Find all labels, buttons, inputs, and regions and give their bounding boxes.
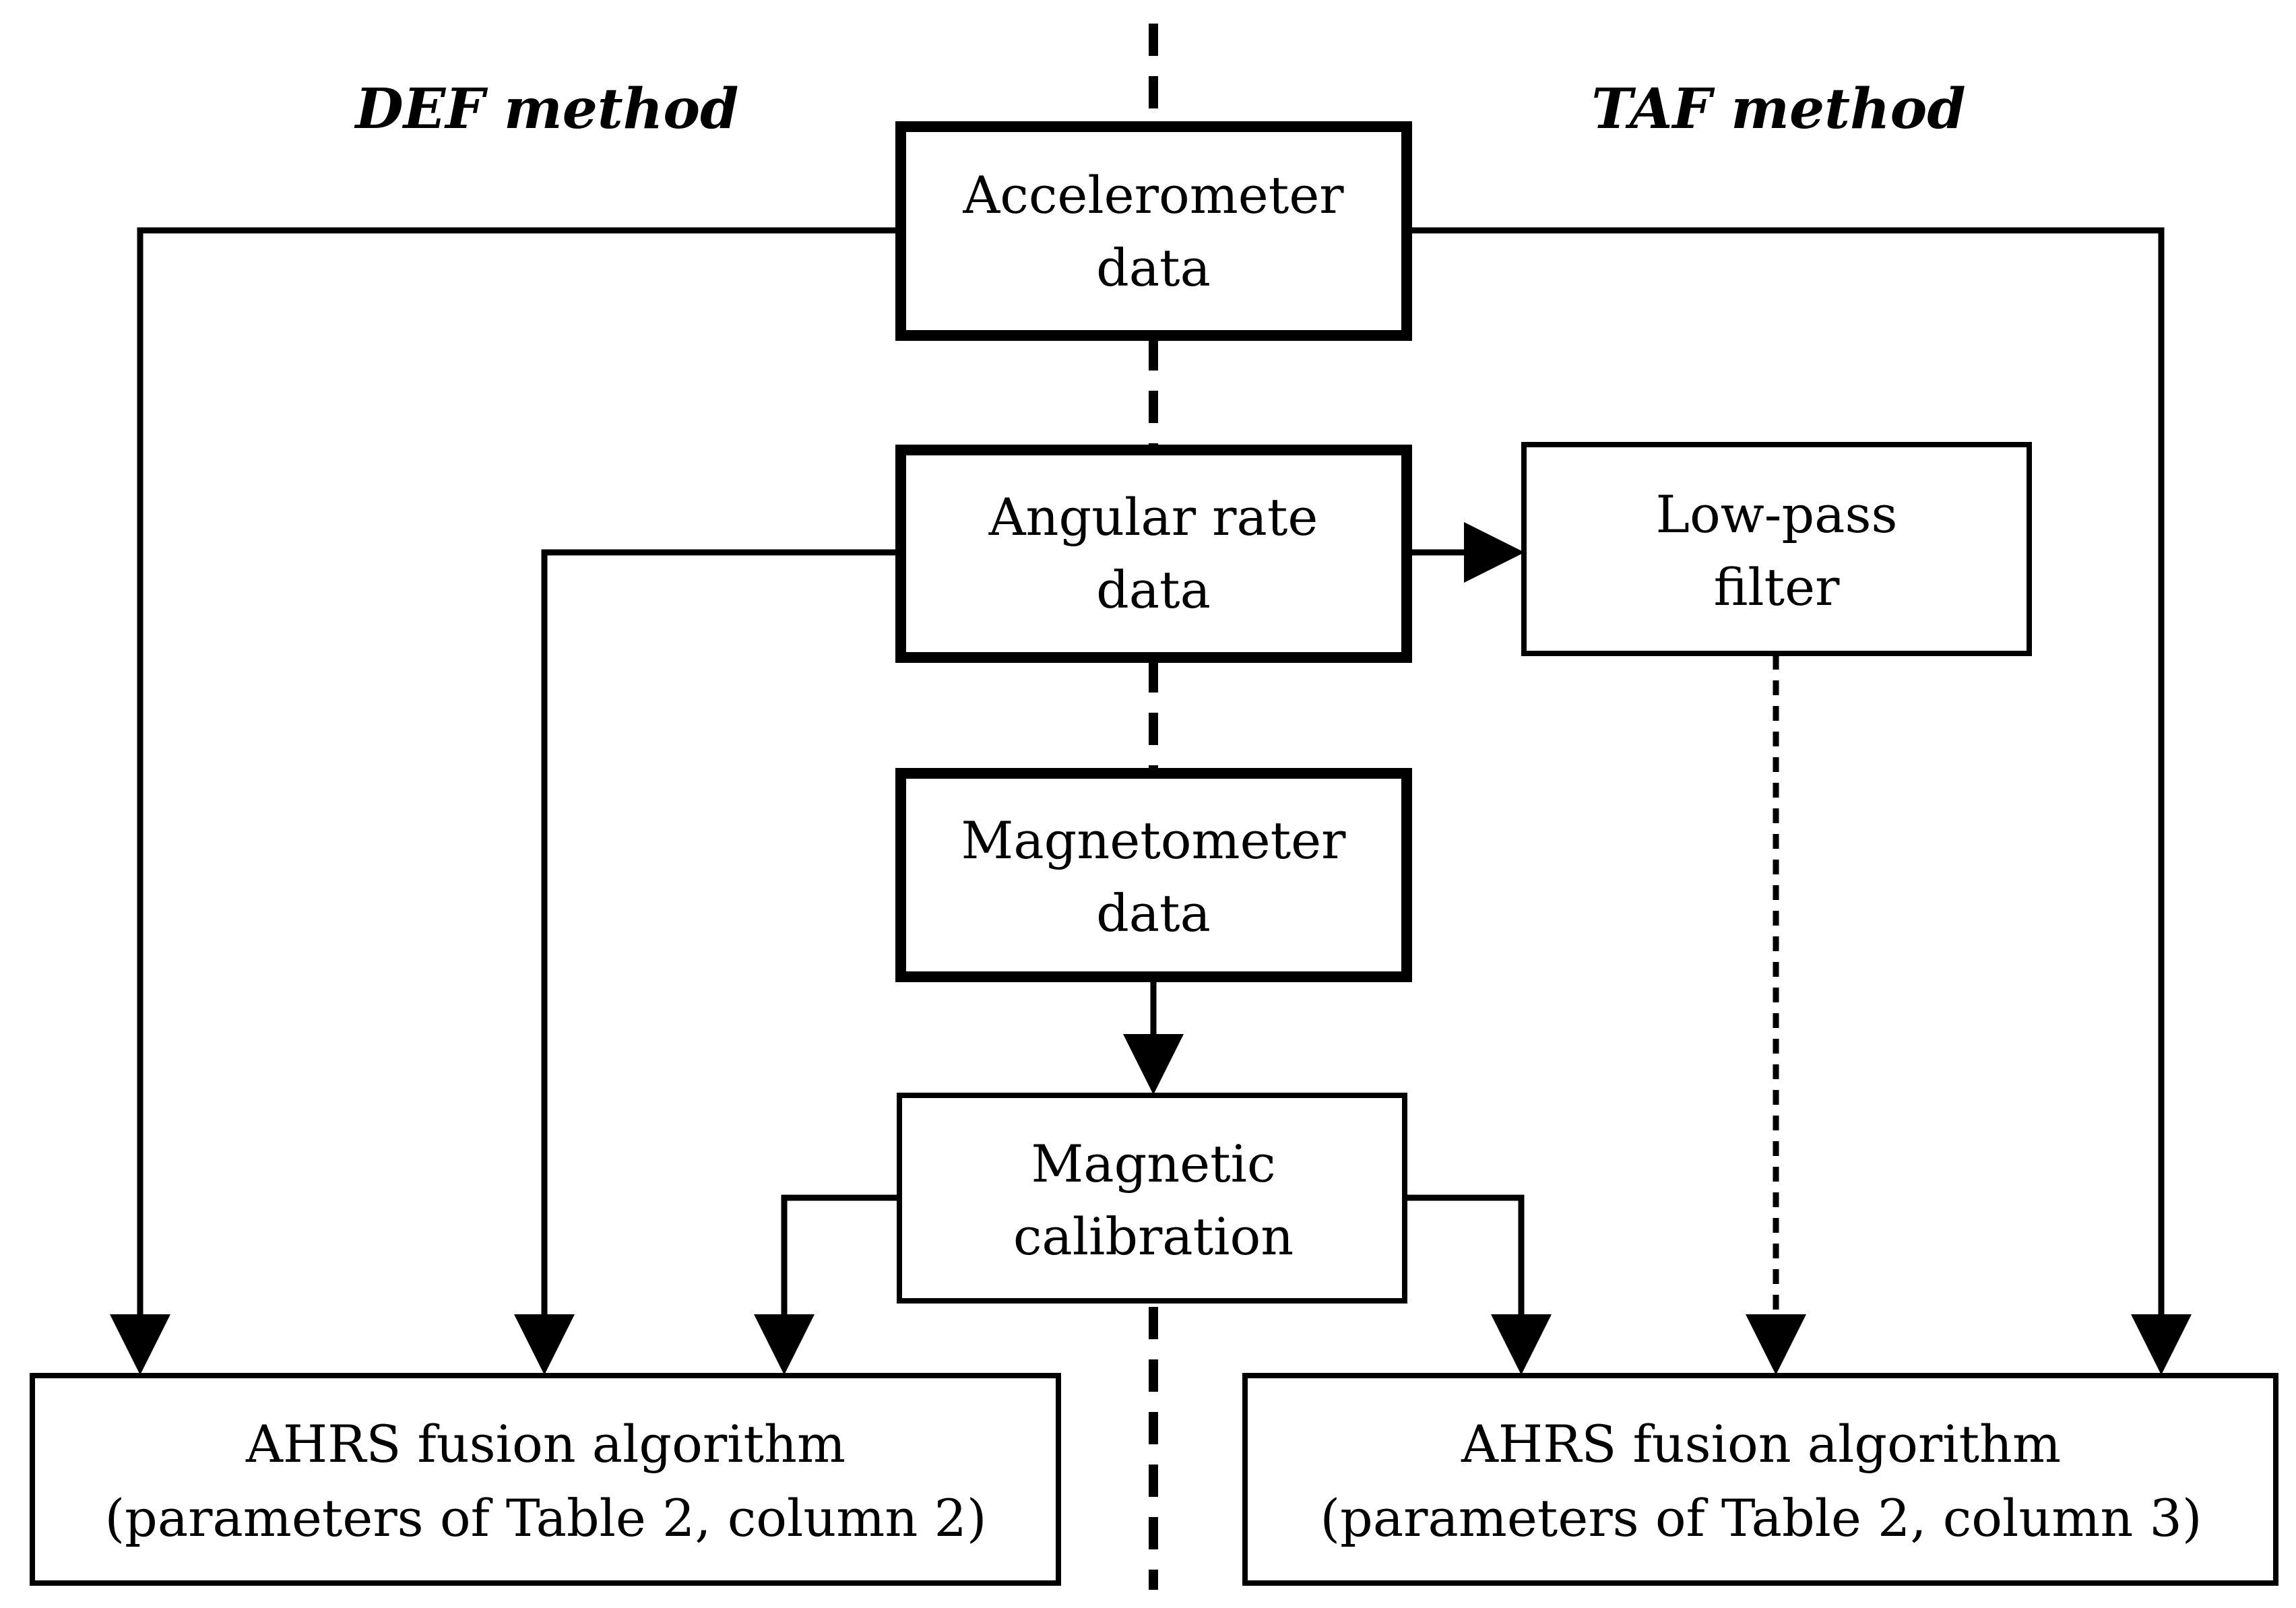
connectors bbox=[110, 227, 2192, 1375]
angular-rate-data-box: Angular rate data bbox=[895, 445, 1412, 663]
svg-text:data: data bbox=[1096, 238, 1211, 298]
arrow-calibration-to-def bbox=[754, 1194, 898, 1375]
taf-method-title: TAF method bbox=[1591, 77, 1965, 141]
svg-text:calibration: calibration bbox=[1013, 1207, 1294, 1266]
low-pass-filter-box: Low-pass filter bbox=[1521, 442, 2032, 656]
ahrs-def-box: AHRS fusion algorithm (parameters of Tab… bbox=[30, 1373, 1061, 1586]
svg-text:AHRS fusion algorithm: AHRS fusion algorithm bbox=[245, 1414, 846, 1474]
svg-text:data: data bbox=[1096, 560, 1211, 620]
arrow-angular-to-def bbox=[514, 549, 898, 1375]
arrow-accel-to-def bbox=[110, 227, 898, 1375]
svg-text:(parameters of Table 2, column: (parameters of Table 2, column 2) bbox=[105, 1488, 987, 1548]
arrow-calibration-to-taf bbox=[1407, 1194, 1552, 1375]
ahrs-taf-box: AHRS fusion algorithm (parameters of Tab… bbox=[1242, 1373, 2278, 1586]
accelerometer-data-box: Accelerometer data bbox=[895, 121, 1412, 341]
svg-text:Accelerometer: Accelerometer bbox=[962, 165, 1344, 225]
magnetic-calibration-box: Magnetic calibration bbox=[897, 1093, 1407, 1304]
svg-text:filter: filter bbox=[1714, 557, 1841, 617]
svg-text:Low-pass: Low-pass bbox=[1656, 484, 1898, 544]
arrow-accel-to-taf bbox=[1409, 227, 2192, 1375]
magnetometer-data-box: Magnetometer data bbox=[895, 768, 1412, 982]
def-method-title: DEF method bbox=[354, 77, 739, 141]
svg-text:Magnetometer: Magnetometer bbox=[961, 810, 1347, 870]
svg-text:(parameters of Table 2, column: (parameters of Table 2, column 3) bbox=[1320, 1488, 2202, 1548]
svg-text:Angular rate: Angular rate bbox=[988, 487, 1318, 547]
svg-text:Magnetic: Magnetic bbox=[1031, 1134, 1275, 1194]
svg-text:data: data bbox=[1096, 883, 1211, 943]
svg-text:AHRS fusion algorithm: AHRS fusion algorithm bbox=[1461, 1414, 2061, 1474]
